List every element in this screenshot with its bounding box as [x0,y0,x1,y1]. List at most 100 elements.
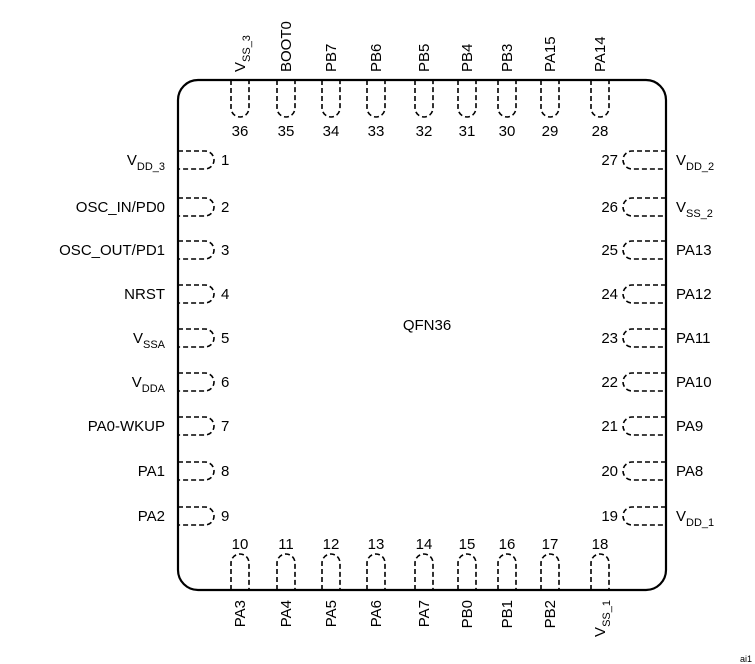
pin-label-main: PA2 [138,508,165,525]
pin-number-top-6: 34 [323,123,340,140]
pin-number-top-4: 32 [416,123,433,140]
pin-label-main: OSC_OUT/PD1 [59,242,165,259]
pin-pad [366,80,386,118]
pin-label-main: PA5 [323,600,340,627]
pin-label-right-2: PA9 [676,418,703,435]
pin-pad [178,150,215,170]
pin-label-main: PB6 [368,44,385,72]
pin-label-left-2: OSC_OUT/PD1 [59,242,165,259]
pin-label-left-7: PA1 [138,463,165,480]
pin-label-main: PB4 [459,44,476,72]
pin-pad [178,416,215,436]
pin-number-bottom-8: 18 [592,536,609,553]
pin-label-subscript: SSA [143,339,166,351]
pin-pad [622,416,666,436]
pin-label-top-4: PB5 [416,44,433,72]
pin-pad [276,553,296,590]
pin-label-main: PA6 [368,600,385,627]
pin-number-right-8: 27 [601,152,618,169]
pin-pad [414,80,434,118]
pin-label-left-4: VSSA [133,330,166,351]
pin-label-subscript: DD_1 [686,517,714,529]
pin-pad [590,80,610,118]
pin-number-left-2: 3 [221,242,229,259]
pin-pad [622,197,666,217]
pin-label-main: PA15 [542,36,559,72]
pin-number-top-3: 31 [459,123,476,140]
pin-pad [178,372,215,392]
pin-label-main: V [592,627,609,637]
pin-label-subscript: SS_2 [686,208,713,220]
pin-number-right-2: 21 [601,418,618,435]
pin-pad [178,461,215,481]
pin-pad [178,284,215,304]
pin-label-right-0: VDD_1 [676,508,714,529]
pin-label-main: BOOT0 [278,21,295,72]
pin-label-main: V [127,152,137,169]
package-label: QFN36 [403,317,451,334]
pin-label-bottom-0: PA3 [232,600,249,627]
pin-pad [622,240,666,260]
pin-number-left-7: 8 [221,463,229,480]
pin-label-subscript: SS_1 [601,600,613,627]
pin-pad [622,506,666,526]
pin-label-bottom-6: PB1 [499,600,516,628]
pin-label-top-7: BOOT0 [278,21,295,72]
pin-label-right-5: PA12 [676,286,712,303]
pin-label-top-0: PA14 [592,36,609,72]
pin-number-top-0: 28 [592,123,609,140]
pin-pad [540,80,560,118]
pin-label-main: PB2 [542,600,559,628]
pin-number-top-2: 30 [499,123,516,140]
pin-label-main: PB7 [323,44,340,72]
pin-pad [497,80,517,118]
pin-number-bottom-2: 12 [323,536,340,553]
pin-label-main: V [676,152,686,169]
pin-number-bottom-6: 16 [499,536,516,553]
pin-label-main: PA13 [676,242,712,259]
pin-pad [590,553,610,590]
pin-label-left-6: PA0-WKUP [88,418,165,435]
pin-label-bottom-4: PA7 [416,600,433,627]
pin-pad [457,80,477,118]
pin-label-subscript: SS_3 [241,35,253,62]
pin-label-main: PA12 [676,286,712,303]
pin-label-bottom-7: PB2 [542,600,559,628]
pin-label-main: V [676,508,686,525]
pin-label-right-6: PA13 [676,242,712,259]
pin-label-main: PB5 [416,44,433,72]
pin-number-bottom-3: 13 [368,536,385,553]
footer-fragment: ai1 [740,654,752,664]
pin-label-main: PA8 [676,463,703,480]
pin-pad [230,553,250,590]
pin-pad [276,80,296,118]
pin-label-top-6: PB7 [323,44,340,72]
pin-label-right-7: VSS_2 [676,199,713,220]
pin-label-main: PA7 [416,600,433,627]
pin-label-main: PA0-WKUP [88,418,165,435]
pin-number-left-1: 2 [221,199,229,216]
pin-label-main: OSC_IN/PD0 [76,199,165,216]
pin-number-bottom-4: 14 [416,536,433,553]
pin-pad [622,372,666,392]
pin-label-top-5: PB6 [368,44,385,72]
pin-label-main: V [232,62,249,72]
pin-number-bottom-0: 10 [232,536,249,553]
pin-pad [178,328,215,348]
pin-label-bottom-5: PB0 [459,600,476,628]
pin-label-subscript: DD_2 [686,161,714,173]
pin-label-right-8: VDD_2 [676,152,714,173]
pin-label-left-5: VDDA [132,374,166,395]
pin-label-main: PA4 [278,600,295,627]
pin-label-left-0: VDD_3 [127,152,165,173]
pin-group: 1VDD_32OSC_IN/PD03OSC_OUT/PD14NRST5VSSA6… [59,21,714,637]
pin-number-bottom-5: 15 [459,536,476,553]
pin-label-main: PA14 [592,36,609,72]
pin-pad [497,553,517,590]
pin-pad [622,150,666,170]
pin-number-left-3: 4 [221,286,229,303]
pin-label-top-1: PA15 [542,36,559,72]
pin-label-main: PA9 [676,418,703,435]
pin-label-left-8: PA2 [138,508,165,525]
